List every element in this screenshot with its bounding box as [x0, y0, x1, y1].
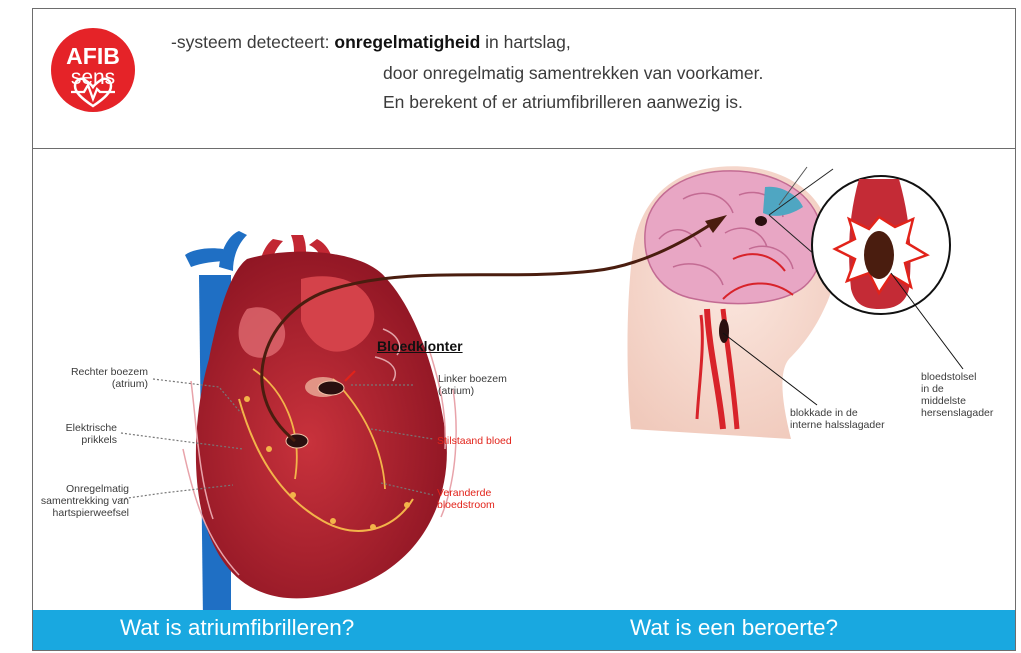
label-clot-title: Bloedklonter — [377, 340, 463, 352]
illustration-canvas — [33, 9, 1016, 651]
label-changed-flow-line2: bloedstroom — [437, 499, 495, 511]
label-clot-line1: bloedstolsel — [921, 371, 993, 383]
label-stagnant: Stilstaand bloed — [437, 435, 512, 447]
label-clot: bloedstolsel in de middelste hersenslaga… — [921, 371, 993, 419]
label-left-atrium: Linker boezem (atrium) — [438, 373, 507, 397]
label-right-atrium-line1: Rechter boezem — [43, 366, 148, 378]
label-blockage-line2: interne halsslagader — [790, 419, 885, 431]
label-changed-flow-line1: Veranderde — [437, 487, 495, 499]
label-electric-line1: Elektrische — [43, 422, 117, 434]
label-electric: Elektrische prikkels — [43, 422, 117, 446]
bottom-title-bar: Wat is atriumfibrilleren? Wat is een ber… — [33, 610, 1015, 650]
head-illustration — [628, 166, 836, 439]
label-irregular-line3: hartspierweefsel — [35, 507, 129, 519]
label-irregular-line2: samentrekking van — [35, 495, 129, 507]
label-clot-line4: hersenslagader — [921, 407, 993, 419]
label-clot-line2: in de — [921, 383, 993, 395]
clot-zoom-circle — [812, 176, 950, 314]
label-irregular-line1: Onregelmatig — [35, 483, 129, 495]
title-what-is-stroke: Wat is een beroerte? — [630, 615, 838, 641]
label-irregular: Onregelmatig samentrekking van hartspier… — [35, 483, 129, 519]
label-blockage-line1: blokkade in de — [790, 407, 885, 419]
info-panel: AFIB sens -systeem detecteert: onregelma… — [32, 8, 1016, 651]
label-right-atrium-line2: (atrium) — [43, 378, 148, 390]
label-right-atrium: Rechter boezem (atrium) — [43, 366, 148, 390]
label-clot-line3: middelste — [921, 395, 993, 407]
label-blockage: blokkade in de interne halsslagader — [790, 407, 885, 431]
title-what-is-afib: Wat is atriumfibrilleren? — [120, 615, 354, 641]
label-left-atrium-line1: Linker boezem — [438, 373, 507, 385]
label-left-atrium-line2: (atrium) — [438, 385, 507, 397]
label-changed-flow: Veranderde bloedstroom — [437, 487, 495, 511]
label-electric-line2: prikkels — [43, 434, 117, 446]
heart-illustration — [183, 231, 456, 621]
